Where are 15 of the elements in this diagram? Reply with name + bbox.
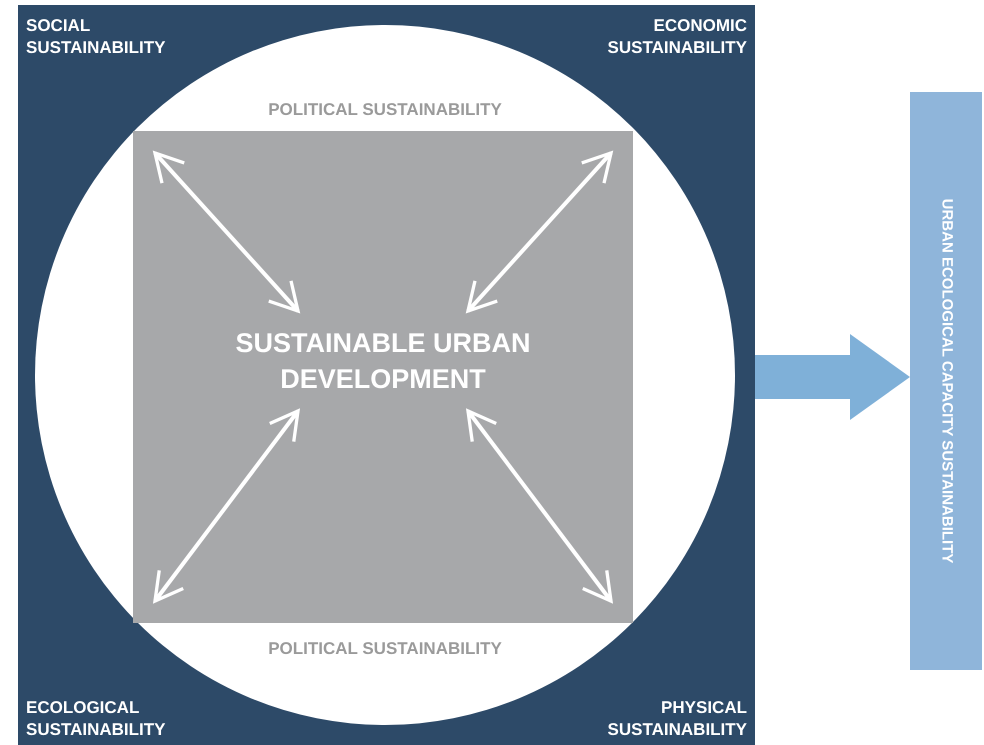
ring-label: POLITICAL SUSTAINABILITY — [268, 638, 502, 660]
square-panel — [133, 131, 633, 623]
double-arrow — [466, 409, 613, 603]
ring-label: POLITICAL SUSTAINABILITY — [268, 99, 502, 121]
corner-text: PHYSICAL SUSTAINABILITY — [606, 697, 747, 741]
corner-text: ECONOMIC SUSTAINABILITY — [606, 15, 747, 59]
double-arrow — [153, 409, 300, 603]
double-arrow — [153, 151, 300, 313]
corner-text: SOCIAL SUSTAINABILITY — [26, 15, 166, 59]
double-arrow — [466, 151, 613, 313]
corner-text: ECOLOGICAL SUSTAINABILITY — [26, 697, 166, 741]
vertical-bar — [910, 92, 982, 670]
bar-label: URBAN ECOLOGICAL CAPACITY SUSTAINABILITY — [937, 198, 956, 564]
title-text: SUSTAINABLE URBAN DEVELOPMENT — [234, 327, 532, 396]
block-arrow — [755, 334, 910, 420]
